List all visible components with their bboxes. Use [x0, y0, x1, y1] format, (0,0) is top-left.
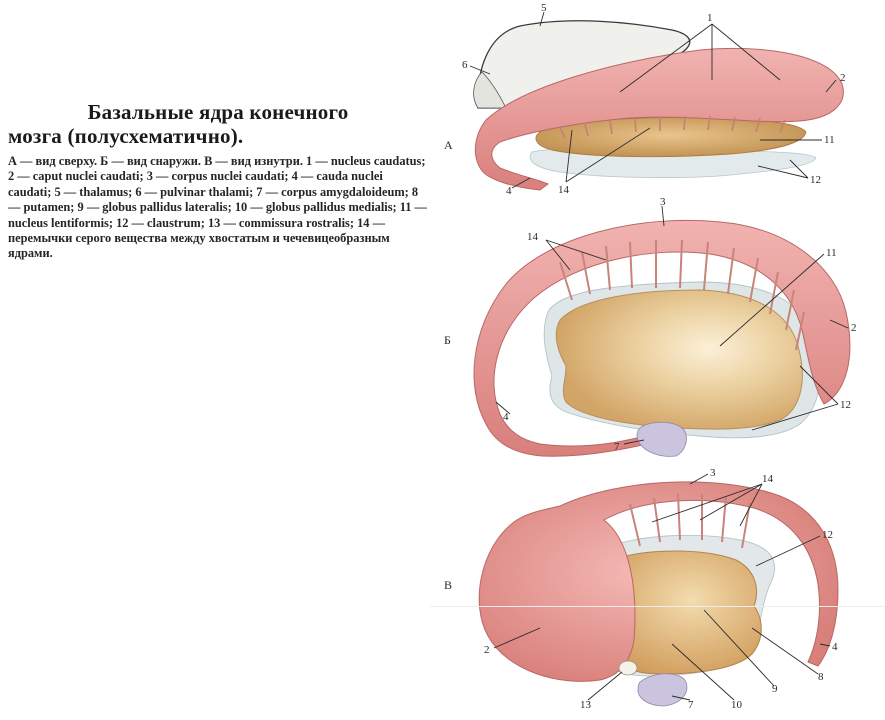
label-3-c: 3 — [710, 467, 716, 479]
label-14-c: 14 — [762, 473, 774, 485]
view-c — [478, 481, 839, 707]
commissure-c — [618, 660, 638, 676]
label-4-c: 4 — [832, 641, 838, 653]
caption-title-line2: мозга (полусхематично). — [8, 124, 244, 148]
label-5-a: 5 — [541, 2, 547, 14]
view-label-c: В — [444, 578, 452, 592]
view-a — [473, 20, 844, 191]
figure-caption: Базальные ядра конечного мозга (полусхем… — [8, 100, 428, 262]
label-4-a: 4 — [506, 185, 512, 197]
caption-title: Базальные ядра конечного мозга (полусхем… — [8, 100, 428, 148]
caption-title-line1: Базальные ядра конечного — [87, 100, 349, 124]
label-12-c: 12 — [822, 529, 833, 541]
label-2-c: 2 — [484, 644, 490, 656]
label-1-a: 1 — [707, 12, 713, 24]
label-2-b: 2 — [851, 322, 857, 334]
label-13-c: 13 — [580, 699, 592, 711]
label-14-b: 14 — [527, 231, 539, 243]
leader-lines — [469, 11, 849, 701]
amygdala-c — [637, 673, 688, 707]
view-label-b: Б — [444, 333, 451, 347]
label-11-b: 11 — [826, 247, 837, 259]
label-11-a: 11 — [824, 134, 835, 146]
label-4-b: 4 — [503, 411, 509, 423]
label-2-a: 2 — [840, 72, 846, 84]
label-12-b: 12 — [840, 399, 851, 411]
scan-line-artifact — [430, 606, 885, 607]
label-3-b: 3 — [660, 196, 666, 208]
label-10-c: 10 — [731, 699, 743, 711]
caudate-a — [474, 47, 844, 191]
caudate-b — [473, 219, 851, 457]
view-label-a: А — [444, 138, 453, 152]
label-8-c: 8 — [818, 671, 824, 683]
bridges-a — [559, 115, 786, 139]
caudate-c — [478, 481, 839, 682]
caption-legend: А — вид сверху. Б — вид снаружи. В — вид… — [8, 154, 427, 261]
label-6-a: 6 — [462, 59, 468, 71]
label-7-b: 7 — [614, 441, 620, 453]
label-12-a: 12 — [810, 174, 821, 186]
label-7-c: 7 — [688, 699, 694, 711]
pulvinar-a — [473, 71, 507, 109]
label-9-c: 9 — [772, 683, 778, 695]
view-b — [473, 219, 851, 457]
label-14-a: 14 — [558, 184, 570, 196]
lentiform-b — [555, 289, 803, 430]
bridges-b — [559, 239, 805, 351]
amygdala-b — [636, 421, 687, 457]
